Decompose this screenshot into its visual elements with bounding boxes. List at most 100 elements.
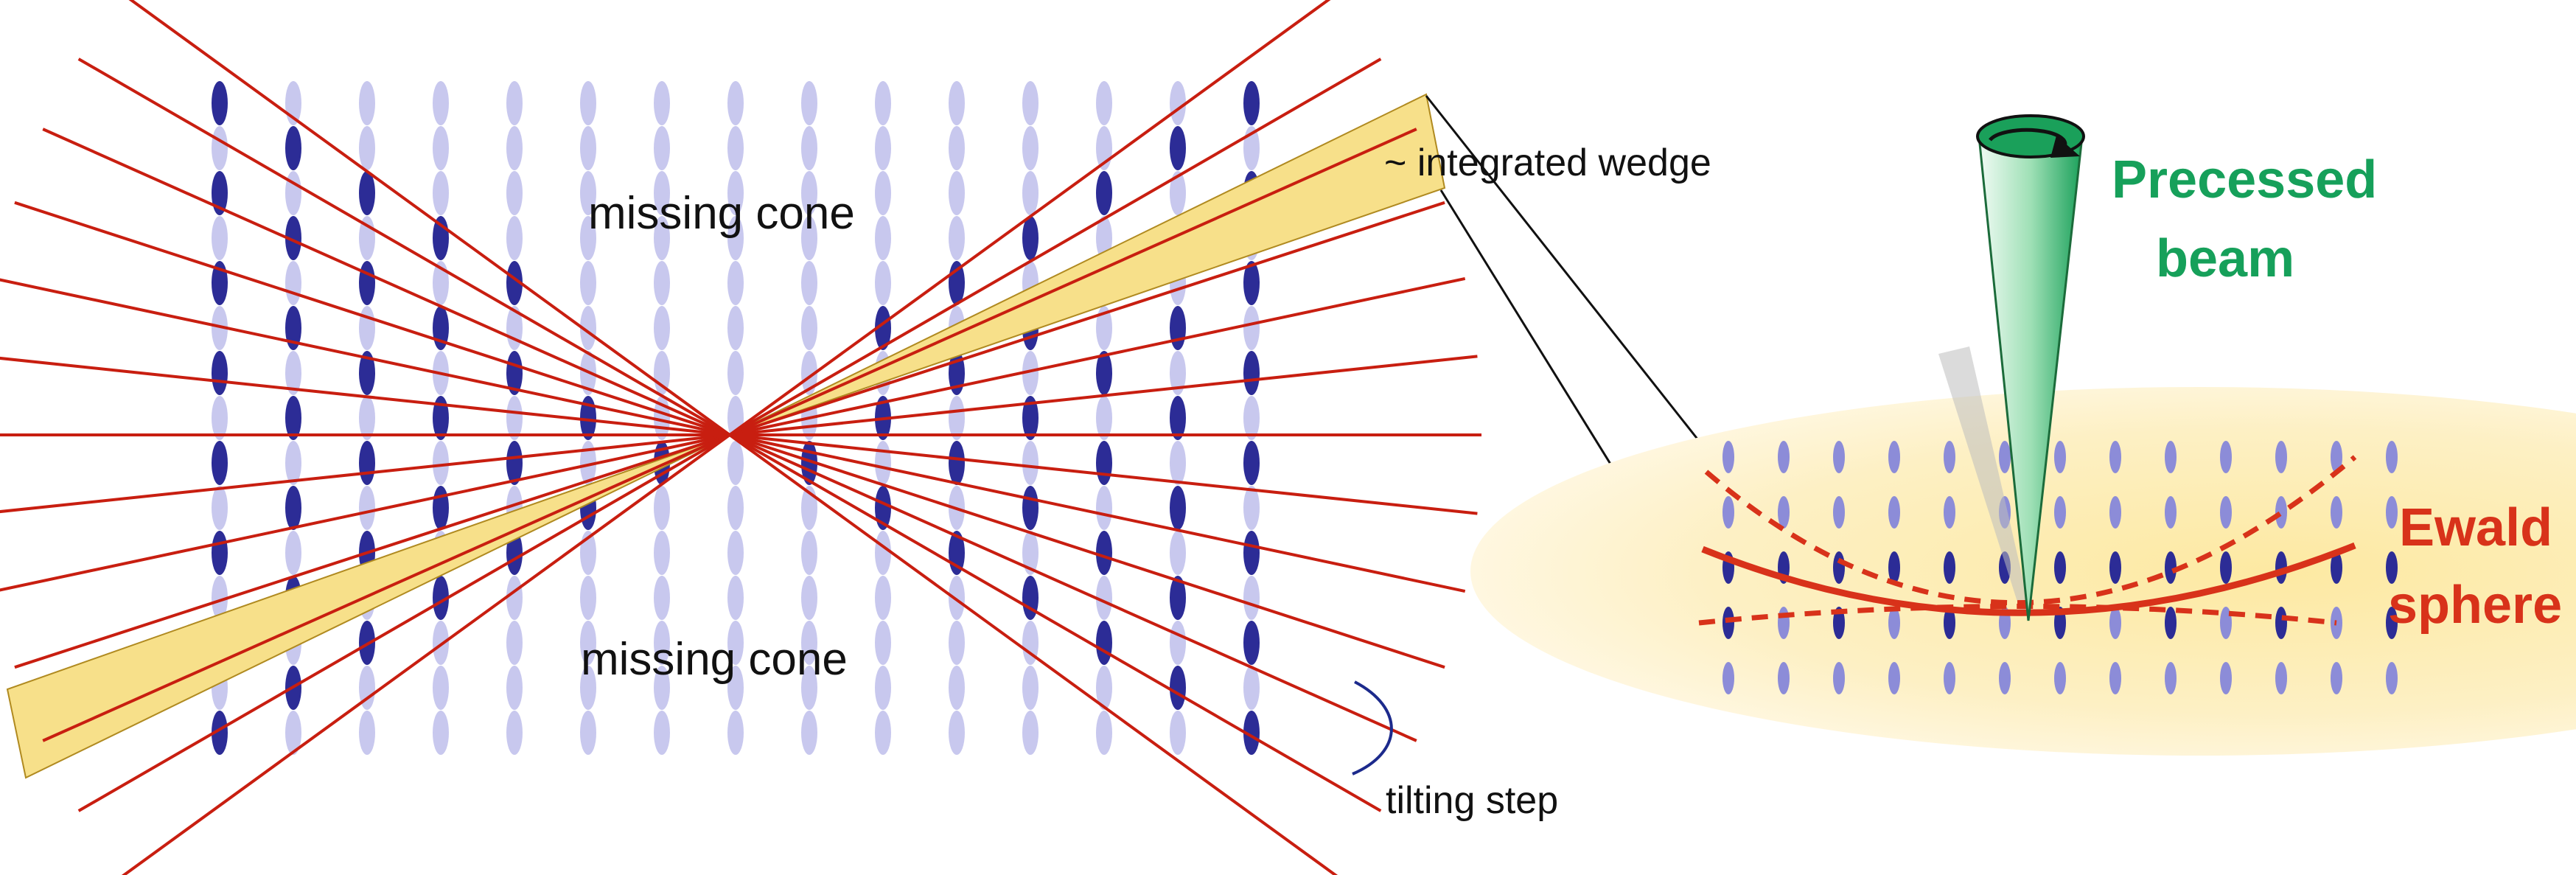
lattice-spot: [654, 306, 670, 350]
lattice-spot: [801, 531, 817, 575]
lattice-spot: [359, 351, 375, 395]
lattice-spot: [285, 351, 301, 395]
lattice-spot: [2331, 496, 2342, 529]
lattice-spot: [285, 126, 301, 170]
ewald-label-line2: sphere: [2388, 576, 2562, 635]
lattice-spot: [1944, 607, 1955, 639]
lattice-spot: [212, 81, 228, 125]
lattice-spot: [1722, 662, 1734, 694]
lattice-spot: [580, 621, 596, 665]
lattice-spot: [2331, 441, 2342, 473]
lattice-spot: [1022, 666, 1039, 710]
lattice-spot: [2386, 496, 2398, 529]
precession-arrowhead-icon: [2050, 136, 2080, 158]
lattice-spot: [654, 666, 670, 710]
lattice-spot: [801, 576, 817, 620]
lattice-spot: [1999, 441, 2011, 473]
lattice-spot: [1944, 551, 1955, 584]
integrated-wedge-lower: [6, 434, 730, 779]
lattice-spot: [433, 171, 449, 215]
integrated-wedge-label: ~ integrated wedge: [1384, 142, 1711, 184]
lattice-spot: [212, 486, 228, 530]
lattice-spot: [580, 576, 596, 620]
lattice-spot: [2386, 607, 2398, 639]
lattice-spot: [1022, 396, 1039, 440]
lattice-spot: [359, 486, 375, 530]
lattice-spot: [433, 576, 449, 620]
lattice-spot: [1243, 351, 1260, 395]
lattice-spot: [212, 396, 228, 440]
lattice-spot: [1170, 531, 1186, 575]
lattice-spot: [1096, 81, 1112, 125]
lattice-spot: [727, 666, 744, 710]
lattice-spot: [727, 621, 744, 665]
lattice-spot: [949, 621, 965, 665]
lattice-spot: [580, 171, 596, 215]
precession-arrow-icon: [1989, 128, 2067, 149]
lattice-spot: [875, 666, 891, 710]
lattice-spot: [1888, 662, 1900, 694]
lattice-spot: [875, 711, 891, 755]
lattice-spot: [433, 396, 449, 440]
lattice-spot: [1243, 486, 1260, 530]
lattice-spot: [2054, 662, 2066, 694]
lattice-spot: [506, 441, 523, 485]
lattice-spot: [506, 351, 523, 395]
lattice-spot: [1170, 576, 1186, 620]
lattice-spot: [1243, 531, 1260, 575]
lattice-spot: [727, 441, 744, 485]
lattice-spot: [506, 711, 523, 755]
lattice-spot: [949, 81, 965, 125]
lattice-spot: [433, 486, 449, 530]
lattice-spot: [1096, 351, 1112, 395]
lattice-spot: [949, 126, 965, 170]
lattice-spot: [285, 531, 301, 575]
lattice-spot: [2165, 441, 2177, 473]
tilting-step-label: tilting step: [1386, 779, 1558, 822]
lattice-spot: [2165, 496, 2177, 529]
lattice-spot: [875, 126, 891, 170]
lattice-spot: [2109, 441, 2121, 473]
lattice-spot: [359, 441, 375, 485]
lattice-spot: [1096, 711, 1112, 755]
lattice-spot: [1778, 607, 1790, 639]
lattice-spot: [433, 711, 449, 755]
lattice-spot: [727, 576, 744, 620]
lattice-spot: [2275, 496, 2287, 529]
ewald-upper-bound-arc: [1704, 455, 2357, 606]
lattice-spot: [359, 171, 375, 215]
lattice-spot: [506, 216, 523, 260]
lattice-spot: [949, 396, 965, 440]
lattice-spot: [801, 81, 817, 125]
precessed-beam-label-line1: Precessed: [2112, 150, 2377, 209]
lattice-spot: [875, 306, 891, 350]
lattice-spot: [359, 711, 375, 755]
lattice-spot: [654, 126, 670, 170]
lattice-spot: [949, 666, 965, 710]
lattice-spot: [1888, 607, 1900, 639]
lattice-spot: [285, 486, 301, 530]
connector-line-upper: [1425, 95, 1700, 442]
ewald-label-line1: Ewald: [2399, 498, 2552, 557]
lattice-spot: [875, 261, 891, 305]
lattice-spot: [1243, 81, 1260, 125]
tilting-step-bracket: [1352, 680, 1393, 775]
lattice-spot: [2275, 607, 2287, 639]
lattice-spot: [1022, 171, 1039, 215]
lattice-spot: [1722, 496, 1734, 529]
lattice-spot: [1778, 441, 1790, 473]
lattice-spot: [2220, 551, 2232, 584]
lattice-spot: [1833, 607, 1845, 639]
lattice-spot: [727, 531, 744, 575]
lattice-spot: [1170, 441, 1186, 485]
integrated-wedge-upper: [729, 93, 1446, 436]
lattice-spot: [1170, 171, 1186, 215]
lattice-spot: [433, 126, 449, 170]
lattice-spot: [359, 126, 375, 170]
lattice-spot: [654, 216, 670, 260]
lattice-spot: [580, 306, 596, 350]
lattice-spot: [1096, 666, 1112, 710]
lattice-spot: [654, 171, 670, 215]
lattice-spot: [1096, 441, 1112, 485]
lattice-spot: [949, 441, 965, 485]
